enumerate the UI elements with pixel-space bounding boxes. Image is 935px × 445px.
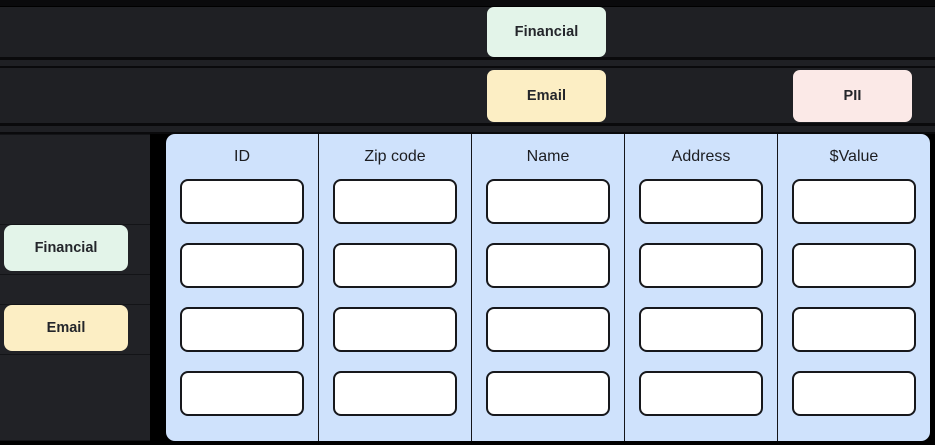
table-cell[interactable] bbox=[639, 307, 763, 352]
tag-email-top[interactable]: Email bbox=[487, 70, 606, 122]
table-column-value: $Value bbox=[778, 134, 930, 441]
column-cells-name bbox=[472, 179, 624, 441]
sidebar-divider-4 bbox=[0, 304, 150, 305]
column-cells-zip-code bbox=[319, 179, 471, 441]
table-cell[interactable] bbox=[486, 307, 610, 352]
tag-financial-top-label: Financial bbox=[514, 23, 579, 40]
table-cell[interactable] bbox=[792, 371, 916, 416]
table-cell[interactable] bbox=[333, 243, 457, 288]
table-cell[interactable] bbox=[486, 371, 610, 416]
table-cell[interactable] bbox=[180, 179, 304, 224]
tag-row-2 bbox=[0, 68, 935, 123]
table-cell[interactable] bbox=[639, 371, 763, 416]
sidebar-divider-2 bbox=[0, 224, 150, 225]
table-column-name: Name bbox=[472, 134, 625, 441]
top-divider-line bbox=[0, 0, 935, 6]
column-header-name[interactable]: Name bbox=[526, 147, 570, 165]
data-table: ID Zip code Name bbox=[166, 134, 930, 441]
column-header-value[interactable]: $Value bbox=[829, 147, 879, 165]
table-cell[interactable] bbox=[486, 243, 610, 288]
sidebar-chip-financial[interactable]: Financial bbox=[4, 225, 128, 271]
column-header-zip-code[interactable]: Zip code bbox=[364, 147, 426, 165]
table-column-address: Address bbox=[625, 134, 778, 441]
tag-email-top-label: Email bbox=[526, 87, 567, 104]
row2-bottom-divider bbox=[0, 123, 935, 126]
tag-pii-top[interactable]: PII bbox=[793, 70, 912, 122]
sidebar-divider-5 bbox=[0, 354, 150, 355]
tag-row-1 bbox=[0, 7, 935, 57]
sidebar bbox=[0, 134, 150, 441]
bottom-edge bbox=[0, 441, 935, 445]
sidebar-divider-6 bbox=[0, 440, 150, 441]
table-cell[interactable] bbox=[180, 243, 304, 288]
table-cell[interactable] bbox=[486, 179, 610, 224]
column-cells-address bbox=[625, 179, 777, 441]
sidebar-divider-3 bbox=[0, 274, 150, 275]
row2-top-divider bbox=[0, 66, 935, 68]
row1-gap-band bbox=[0, 60, 935, 66]
tag-financial-top[interactable]: Financial bbox=[487, 7, 606, 57]
column-header-address[interactable]: Address bbox=[671, 147, 731, 165]
table-cell[interactable] bbox=[792, 179, 916, 224]
sidebar-chip-financial-label: Financial bbox=[34, 239, 98, 256]
table-cell[interactable] bbox=[333, 371, 457, 416]
sidebar-chip-email[interactable]: Email bbox=[4, 305, 128, 351]
table-cell[interactable] bbox=[180, 371, 304, 416]
table-cell[interactable] bbox=[180, 307, 304, 352]
table-column-id: ID bbox=[166, 134, 319, 441]
column-cells-value bbox=[778, 179, 930, 441]
row1-bottom-divider bbox=[0, 57, 935, 60]
sidebar-chip-email-label: Email bbox=[46, 319, 86, 336]
column-header-id[interactable]: ID bbox=[234, 147, 250, 165]
table-cell[interactable] bbox=[333, 179, 457, 224]
table-column-zip-code: Zip code bbox=[319, 134, 472, 441]
table-cell[interactable] bbox=[639, 243, 763, 288]
table-cell[interactable] bbox=[639, 179, 763, 224]
table-cell[interactable] bbox=[792, 307, 916, 352]
section-gap-band bbox=[0, 126, 935, 132]
sidebar-divider-1 bbox=[0, 134, 150, 135]
column-cells-id bbox=[166, 179, 318, 441]
table-cell[interactable] bbox=[792, 243, 916, 288]
table-section-top-divider bbox=[0, 132, 935, 134]
table-cell[interactable] bbox=[333, 307, 457, 352]
tag-pii-top-label: PII bbox=[843, 87, 862, 104]
